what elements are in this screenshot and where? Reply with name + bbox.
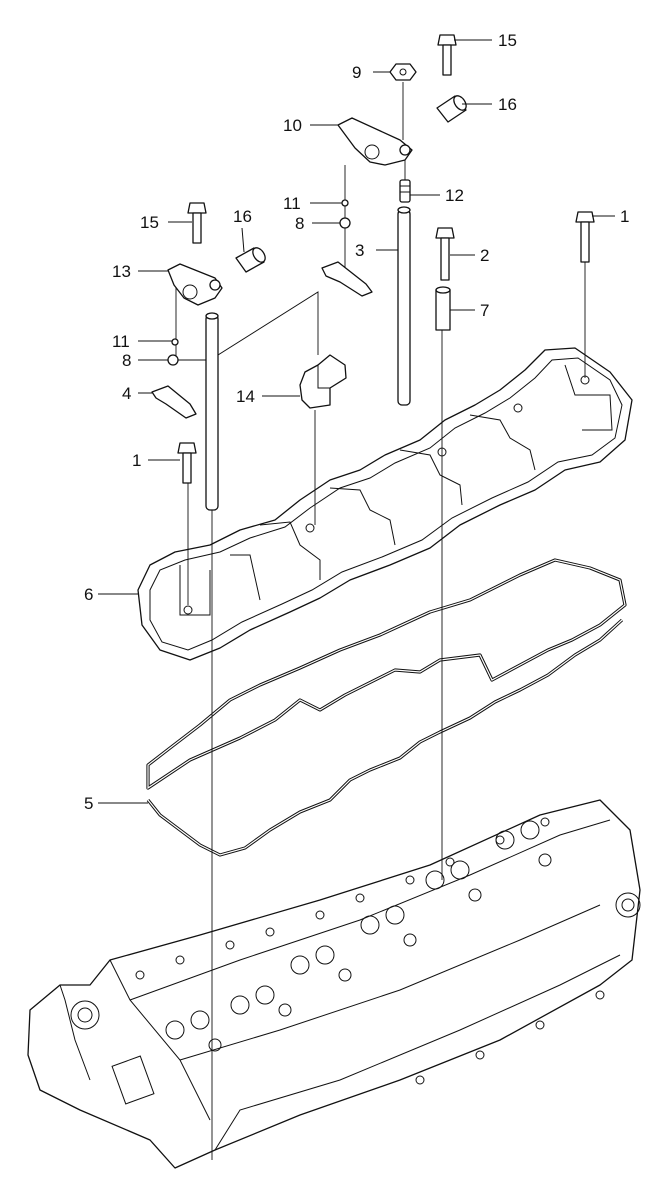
callout-10: 10 [283,116,302,135]
push-rod-part-3 [397,206,411,406]
callout-5: 5 [84,794,93,813]
callout-16-left: 16 [233,207,252,226]
callout-3: 3 [355,241,364,260]
gasket-part-5 [146,558,627,857]
leader-lines [98,39,615,804]
bolt-part-1-right [575,211,595,263]
valve-cover-bosses [179,364,613,616]
callout-1-right: 1 [620,207,629,226]
callout-7: 7 [480,301,489,320]
callout-2: 2 [480,246,489,265]
callout-8-lower: 8 [122,351,131,370]
ball-part-11-upper [341,199,349,207]
sleeve-part-7 [435,286,451,331]
cup-part-8-lower [167,354,179,366]
valve-bridge-part-4-upper [321,261,373,297]
valve-bridge-part-4-lower [151,385,197,419]
callout-4: 4 [122,384,131,403]
rocker-arm-part-13 [167,263,223,306]
nut-part-9 [389,63,417,81]
callout-11-upper: 11 [283,194,301,213]
callout-15-top: 15 [498,31,517,50]
callout-9: 9 [352,63,361,82]
bolt-part-15-top [437,34,457,76]
adjuster-screw-part-12 [399,179,411,203]
ball-part-11-lower [171,338,179,346]
callout-15-left: 15 [140,213,159,232]
assembly-lines [175,82,586,1160]
cylinder-head [27,799,641,1169]
valve-pocket-row [165,820,552,1052]
pin-part-16-left [235,247,266,273]
callout-6: 6 [84,585,93,604]
callout-labels: 15 9 16 10 11 12 8 3 1 2 7 15 16 13 11 8… [84,31,629,813]
callout-8-upper: 8 [295,214,304,233]
callout-14: 14 [236,387,255,406]
bracket-part-14 [299,354,347,409]
head-bolt-bosses [135,817,605,1085]
bolt-part-1-left [177,442,197,484]
bolt-part-2 [435,227,455,281]
callout-12: 12 [445,186,464,205]
rocker-arm-part-10 [337,117,413,166]
pin-part-16-top [436,95,467,123]
push-rod-long [205,312,219,511]
bolt-part-15-left [187,202,207,244]
cup-part-8-upper [339,217,351,229]
callout-1-left: 1 [132,451,141,470]
callout-11-lower: 11 [112,332,130,351]
callout-13: 13 [112,262,131,281]
callout-16-top: 16 [498,95,517,114]
valve-cover-part-6 [137,347,633,661]
